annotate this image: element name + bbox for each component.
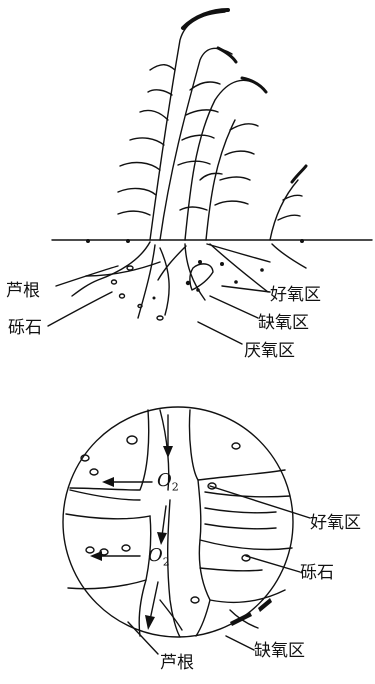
reed-panicle — [292, 166, 306, 182]
magnified-root-section — [63, 407, 310, 654]
label-gravel: 砾石 — [8, 320, 42, 337]
magnified-circle — [63, 407, 293, 637]
reed-leaves — [118, 65, 302, 220]
root-network — [66, 410, 292, 637]
label-anoxic-zone: 缺氧区 — [258, 315, 309, 332]
reed-stem — [160, 48, 232, 240]
reed-stem — [150, 12, 225, 240]
label-bottom-anoxic-zone: 缺氧区 — [254, 643, 305, 660]
label-o2-top: O2 — [157, 470, 179, 494]
label-bottom-aerobic-zone: 好氧区 — [310, 515, 361, 532]
reed-roots — [72, 242, 306, 318]
label-bottom-gravel: 砾石 — [300, 565, 334, 582]
reed-panicle — [218, 48, 236, 62]
label-aerobic-zone: 好氧区 — [270, 287, 321, 304]
reed-stem — [270, 180, 298, 240]
label-reed-root: 芦根 — [6, 283, 40, 300]
gravel-pebbles — [112, 266, 164, 320]
reed-plant — [48, 10, 372, 344]
label-bottom-reed-root: 芦根 — [160, 655, 194, 672]
reed-panicle — [242, 78, 266, 92]
label-anaerobic-zone: 厌氧区 — [244, 343, 295, 360]
oxygen-arrows — [90, 415, 173, 630]
label-o2-middle: O2 — [148, 545, 170, 569]
bottom-pores — [81, 436, 250, 603]
reed-stem — [185, 80, 262, 240]
